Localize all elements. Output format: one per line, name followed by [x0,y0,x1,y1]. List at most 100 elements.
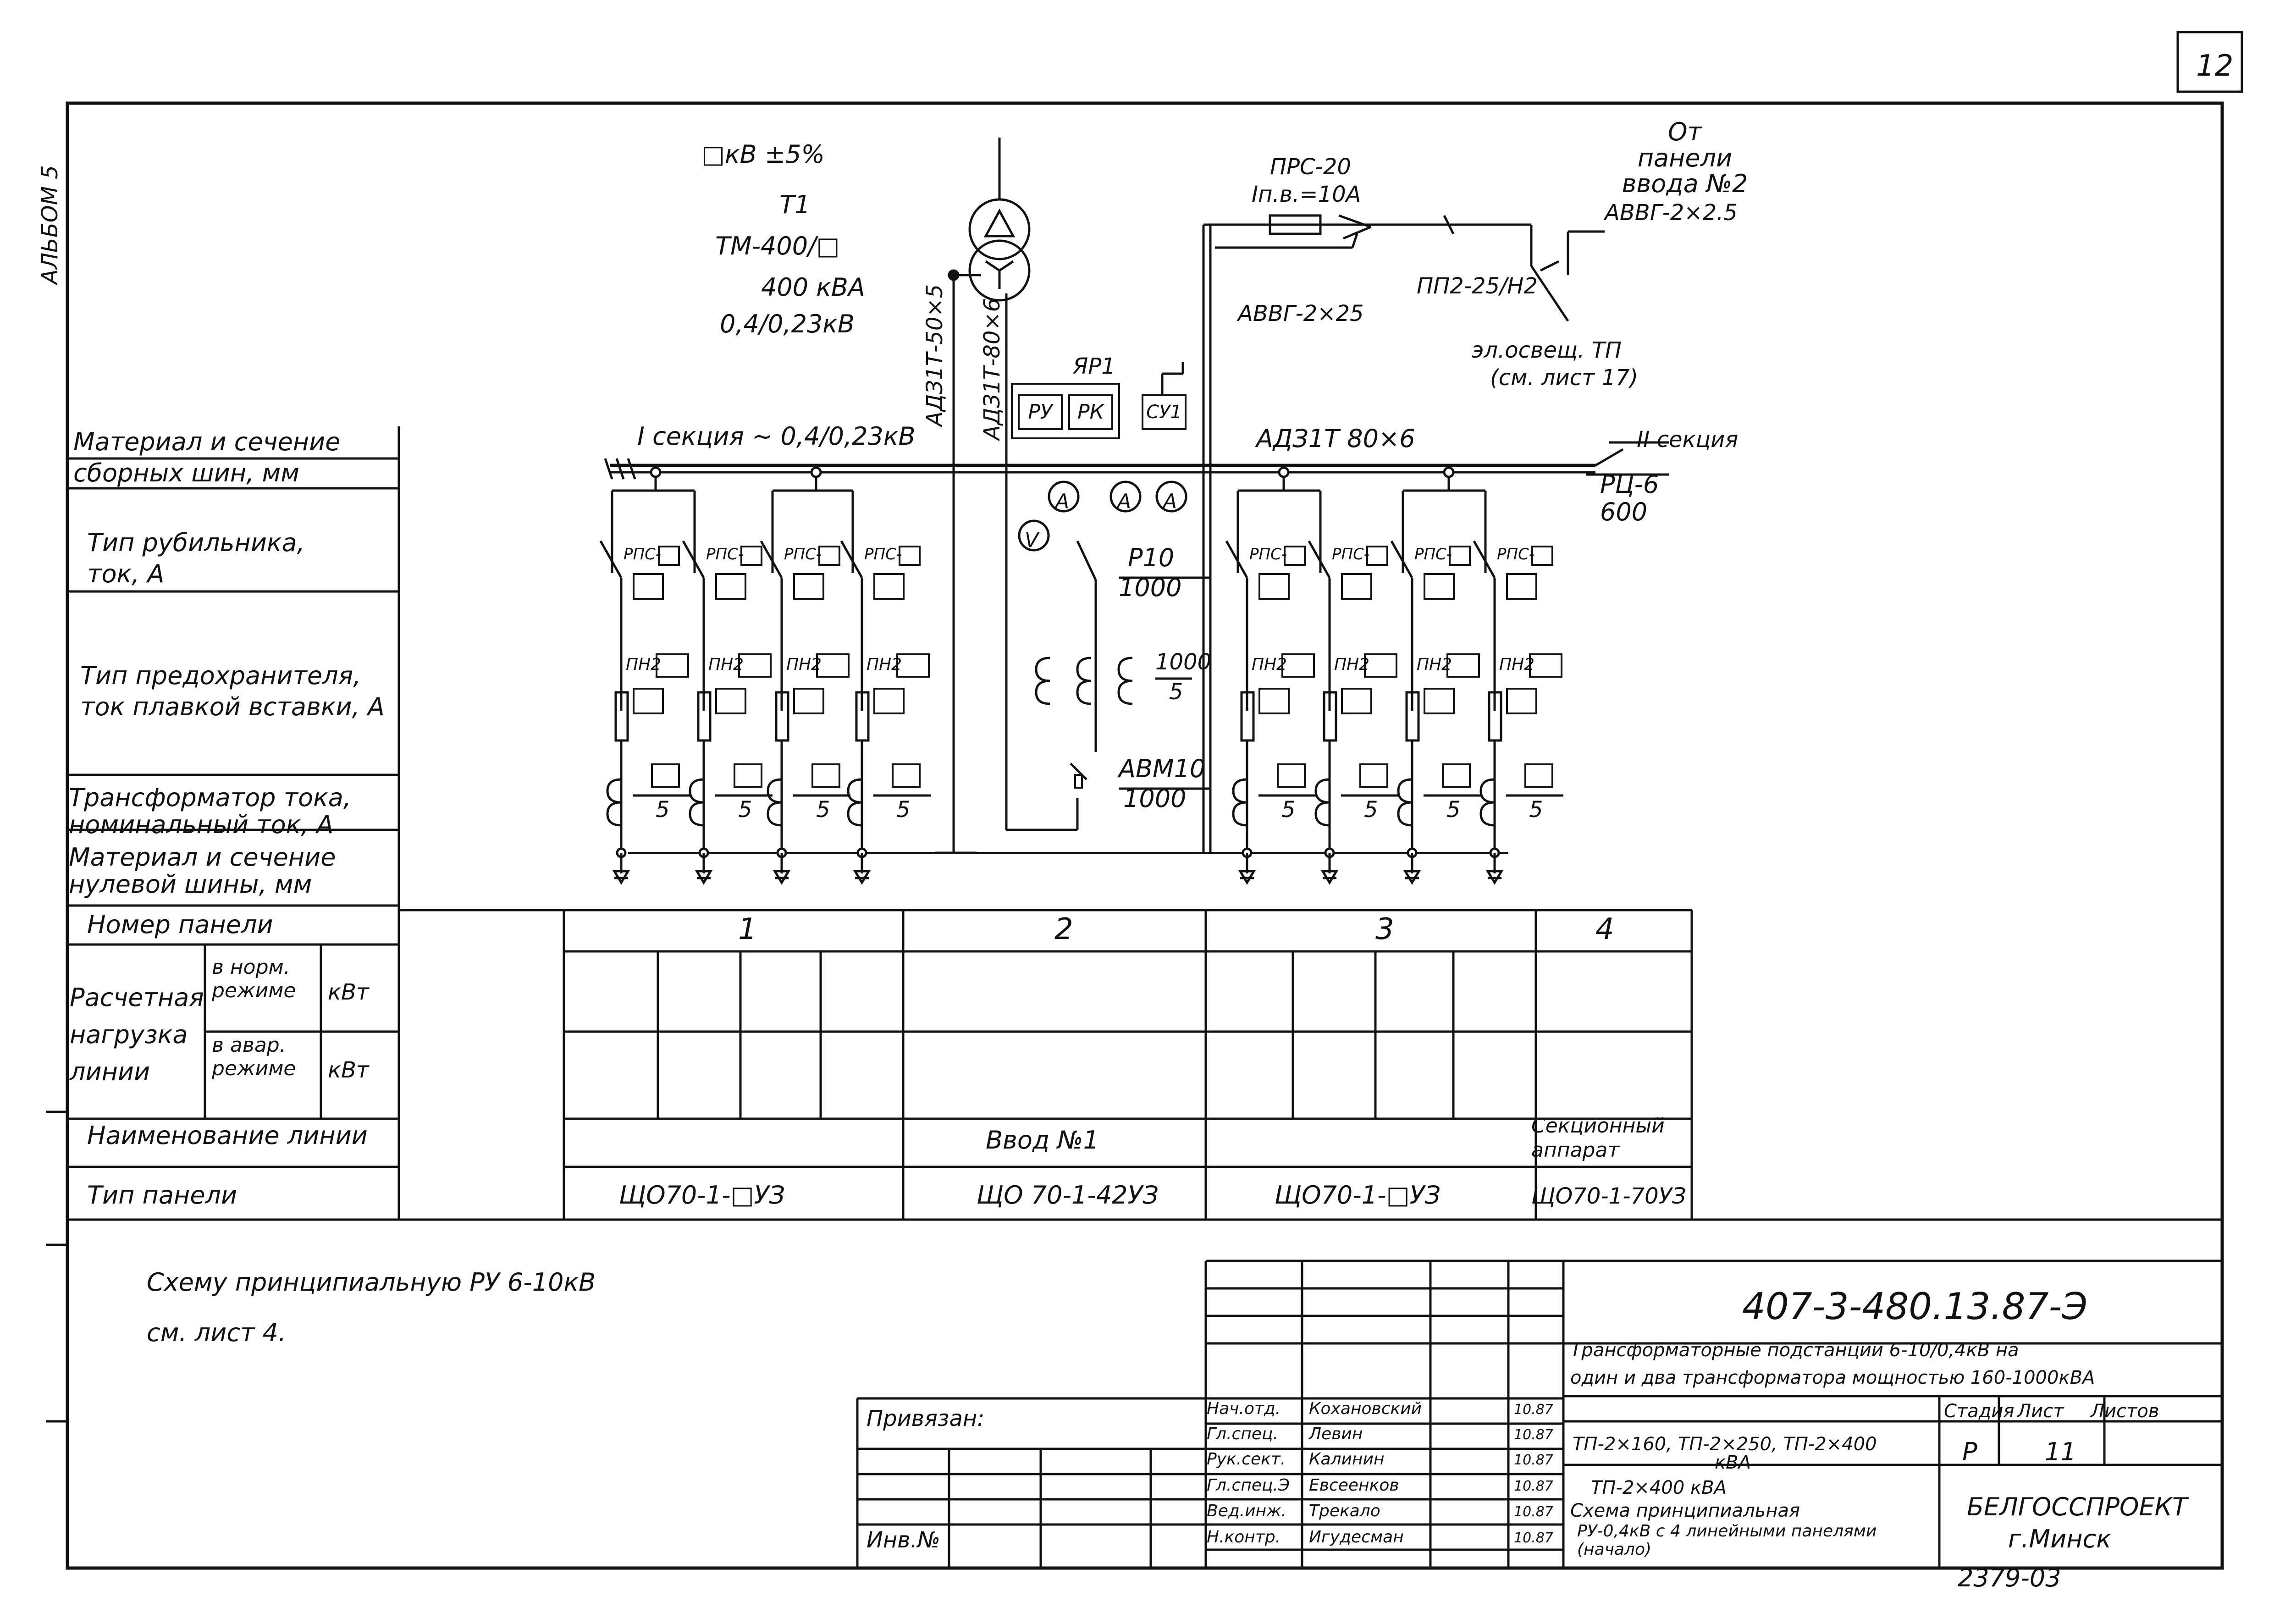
feeder-fuse-current-box [633,688,664,714]
feeder-fuse-current-box [1506,688,1537,714]
bus-junction [1443,466,1455,478]
panel-type-2: ЩО 70-1-42УЗ [977,1181,1159,1210]
feeder-fuse-rating-box [1364,653,1397,678]
sig-role: Вед.инж. [1207,1502,1286,1520]
feeder-fuse-rating-box [738,653,772,678]
input-ct-coil [1076,657,1092,705]
input-switch: Р10 [1128,543,1175,572]
ammeter-circle-2 [1109,481,1142,513]
org-name: БЕЛГОССПРОЕКТ [1967,1492,2187,1521]
feeder-switch-rating-box [1449,546,1471,566]
feeder-fuse-label: ПН2 [1252,655,1287,674]
feeder-fuse-current-box [715,688,746,714]
lighting-cable-2: АВВГ-2×2.5 [1605,200,1738,226]
feeder-ct-coil [1314,778,1330,827]
input-switch-blade [1076,540,1097,581]
variants-unit: кВА [1715,1452,1751,1473]
ammeter-circle-1 [1048,481,1080,513]
lighting-cable-1: АВВГ-2×25 [1238,301,1364,326]
sheet-label: Лист [2017,1401,2064,1422]
input-ct-coil [1035,657,1050,705]
feeder-ct-coil [606,778,622,827]
feeder-switch-blade [840,540,863,579]
inv-label: Инв.№ [867,1527,940,1553]
feeder-switch-rating-box [899,546,921,566]
feeder-fuse-rating-box [1529,653,1562,678]
sheets-label: Листов [2091,1401,2159,1422]
feeder-ct-secondary: 5 [1529,797,1543,823]
feeder-fuse-label: ПН2 [1417,655,1452,674]
feeder-switch-blade [760,540,783,579]
feeder-fuse-current-box [1424,688,1455,714]
input-breaker-blade [1070,762,1087,780]
feeder-fuse-rating-box [816,653,850,678]
sig-date: 10.87 [1514,1402,1553,1418]
input-ct-coil [1117,657,1133,705]
feeder-switch-rating-box [1284,546,1306,566]
sig-role: Гл.спец.Э [1207,1476,1290,1495]
panel-type-1: ЩО70-1-□УЗ [619,1181,785,1210]
voltmeter-circle [1018,519,1050,552]
feeder-fuse-current-box [1258,688,1290,714]
feeder-fuse-current-box [793,688,824,714]
feeder-fuse-rating-box [896,653,930,678]
feeder-switch-current-box [715,573,746,600]
row-label-line-name: Наименование линии [87,1121,368,1150]
feeder-ct-secondary: 5 [1281,797,1296,823]
panel-type-4: ЩО70-1-70УЗ [1531,1183,1686,1209]
row-label-panel-number: Номер панели [87,910,273,939]
load-unit-avar: кВт [328,1057,369,1083]
lighting-contact [1540,260,1560,272]
sheet-title-3: РУ-0,4кВ с 4 линейными панелями (начало) [1577,1522,1877,1559]
description-2: один и два трансформатора мощностью 160-… [1570,1367,2095,1388]
note-1: Схему принципиальную РУ 6-10кВ [147,1268,596,1297]
feeder-fuse-label: ПН2 [626,655,662,674]
feeder-switch-current-box [1424,573,1455,600]
line-name-sectional: Секционный аппарат [1531,1114,1665,1162]
lighting-fuse-arrow [1338,214,1371,228]
sig-name: Игудесман [1309,1528,1404,1547]
bus-end [604,458,613,480]
transformer-star [985,260,1000,272]
lighting-note-1: эл.освещ. ТП [1472,337,1622,363]
lighting-fuse-arrow [1343,226,1371,240]
row-label-busbar: Материал и сечение сборных шин, мм [73,427,341,487]
feeder-switch-current-box [1506,573,1537,600]
busbar-section-2: II секция [1637,427,1739,453]
bus-junction [650,466,662,478]
input-ct-secondary: 5 [1169,679,1183,705]
document-code: 407-3-480.13.87-Э [1742,1285,2088,1328]
lighting-fuse-current: Iп.в.=10А [1252,182,1361,207]
sig-name: Трекало [1309,1502,1380,1520]
bus-junction [810,466,822,478]
sig-date: 10.87 [1514,1427,1553,1443]
panel-number-2: 2 [1054,912,1073,946]
panel-number-3: 3 [1375,912,1394,946]
feeder-ct-rating-box [1277,763,1306,788]
transformer-neutral-bus-label: АДЗ1Т-50×5 [922,284,948,426]
ammeter-circle-3 [1155,481,1187,513]
page-number-box [2176,31,2243,93]
feeder-fuse-label: ПН2 [867,655,902,674]
feeder-ct-coil [1479,778,1495,827]
feeder-switch-label: РПС- [1497,545,1535,563]
feeder-switch-label: РПС- [706,545,744,563]
feeder-ct-coil [767,778,782,827]
feeder-ct-rating-box [734,763,762,788]
feeder-switch-label: РПС- [1249,545,1287,563]
transformer-power: 400 кВА [761,273,865,302]
feeder-fuse-label: ПН2 [708,655,744,674]
lighting-fuse: ПРС-20 [1270,154,1351,180]
sheet-frame [66,101,2224,1570]
sheet-value: 11 [2045,1437,2076,1466]
relay-panel-frame [1011,383,1120,439]
panel-number-4: 4 [1595,912,1614,946]
lighting-tick [1443,215,1455,235]
stage-value: Р [1962,1437,1977,1466]
feeder-ct-secondary: 5 [656,797,670,823]
feeder-ct-secondary: 5 [816,797,830,823]
relay-sv: СУ1 [1142,394,1187,430]
lighting-from-panel: От панели ввода №2 [1622,117,1748,199]
load-norm-label: в норм. режиме [212,956,296,1002]
